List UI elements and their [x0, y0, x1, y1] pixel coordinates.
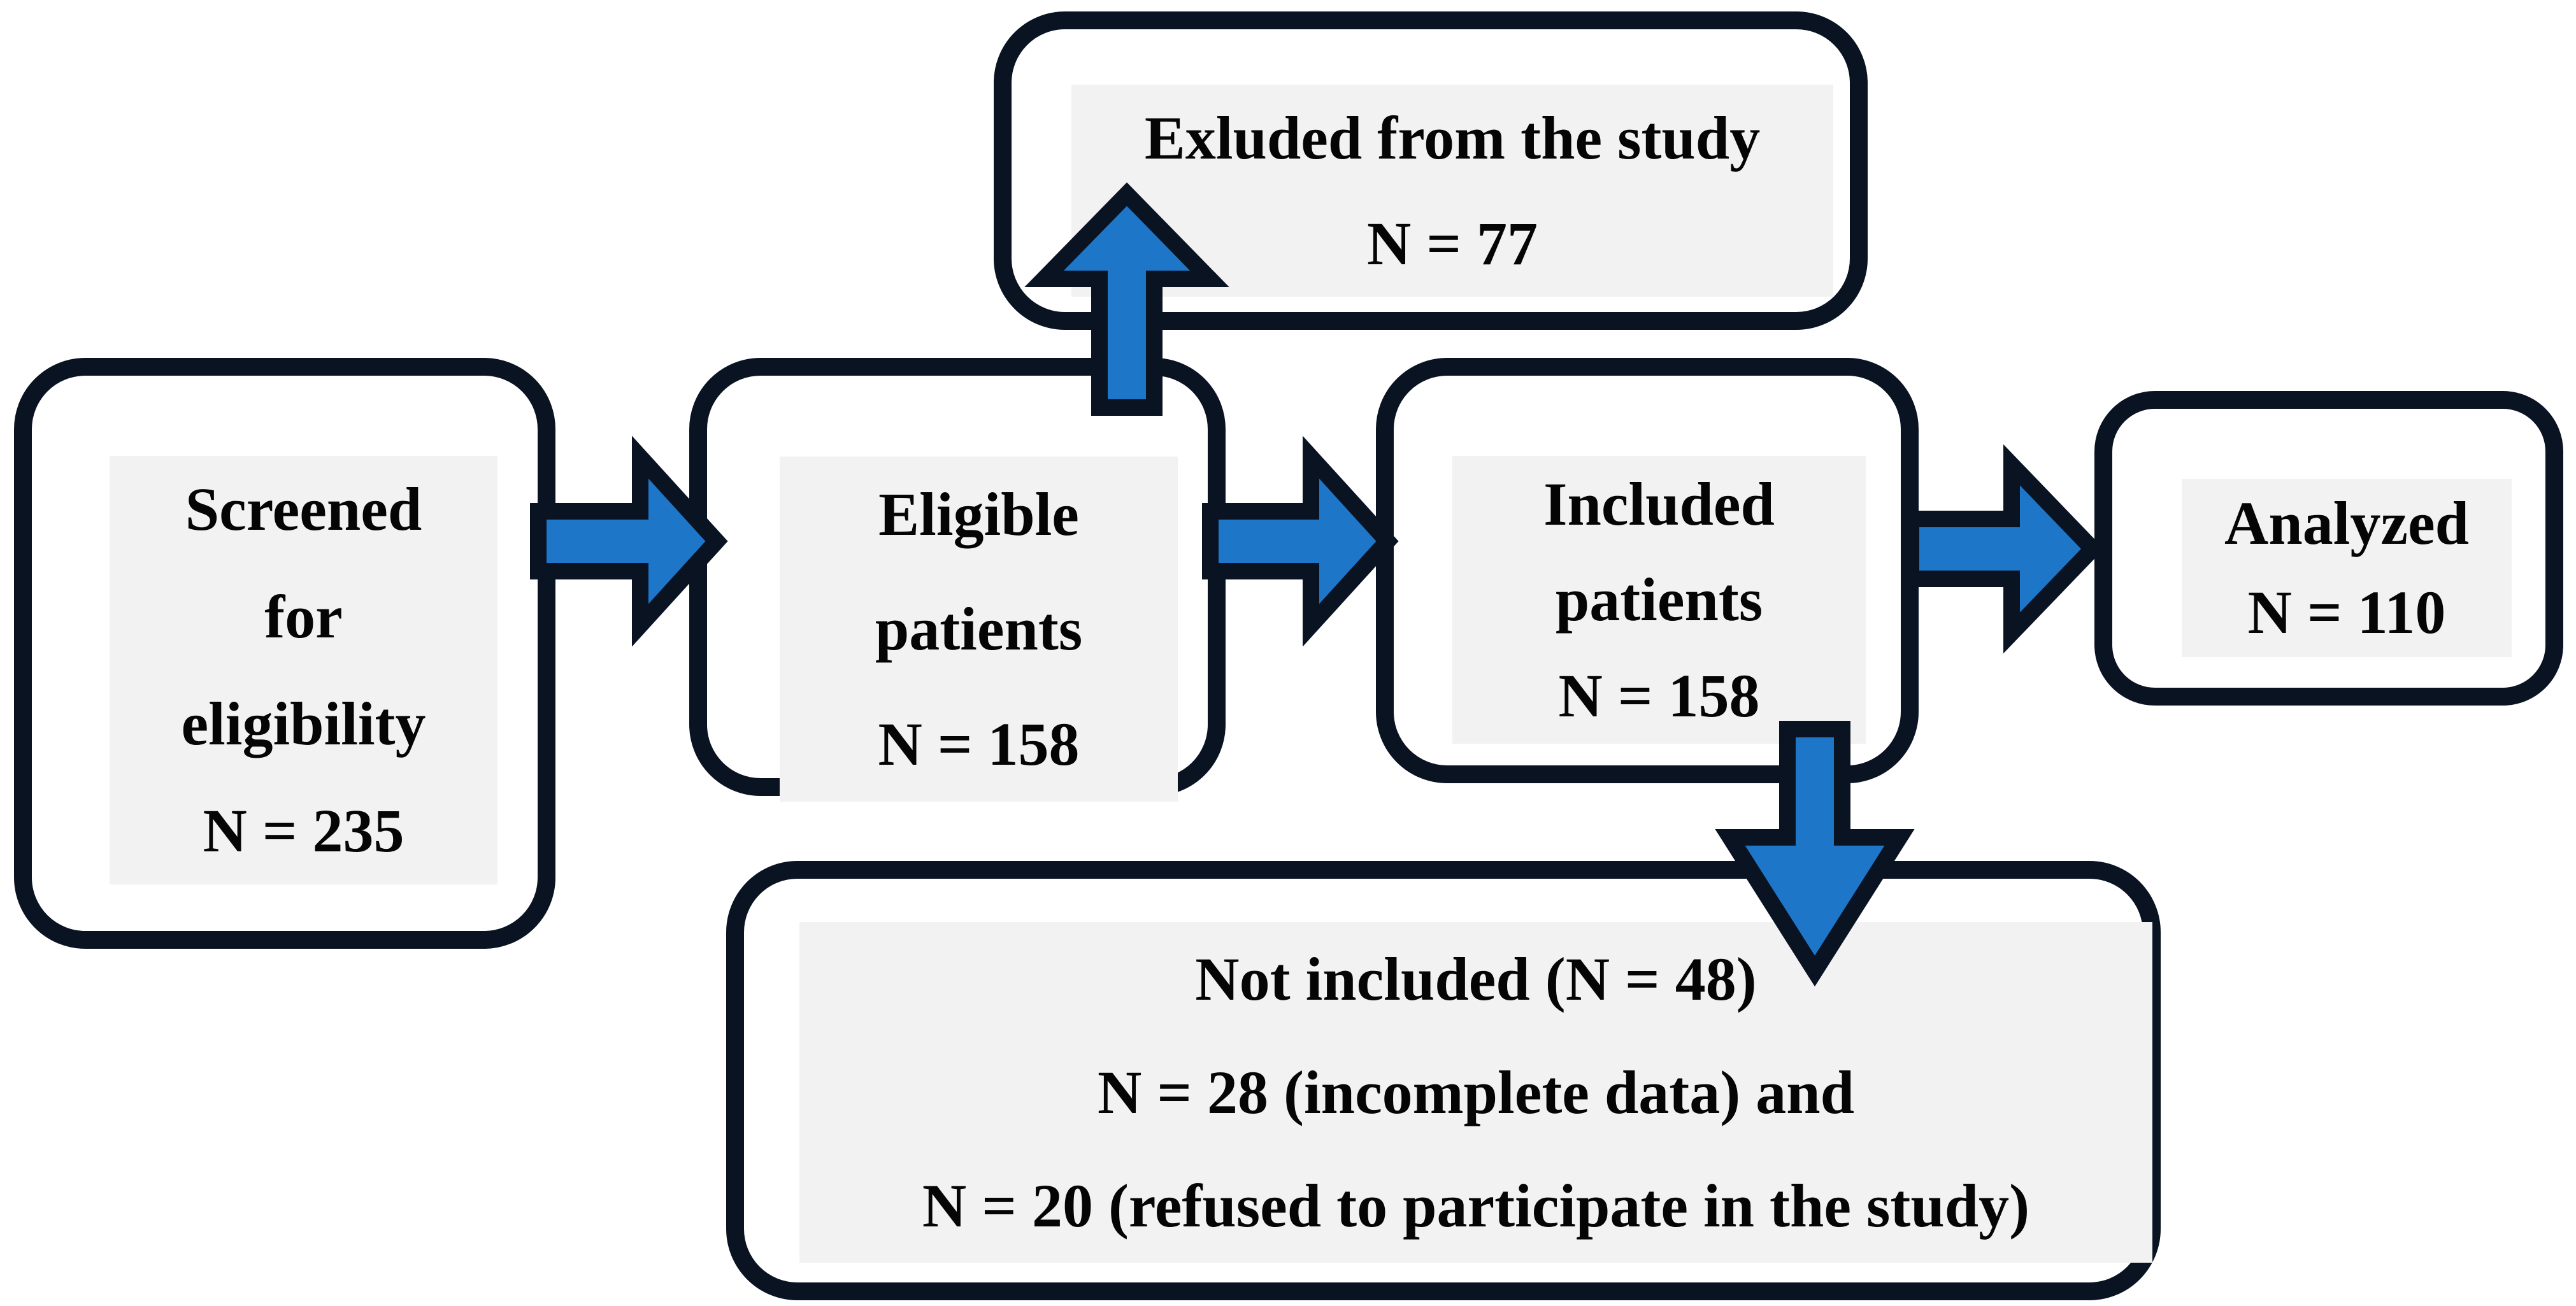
arrow-included-to-analyzed: [1903, 444, 2105, 654]
arrow-screened-to-eligible: [530, 436, 728, 647]
excluded-line-1: Exluded from the study: [1144, 103, 1761, 172]
panel-not-included: Not included (N = 48) N = 28 (incomplete…: [799, 922, 2152, 1263]
not-included-line-1: Not included (N = 48): [1195, 944, 1757, 1013]
box-included: Included patients N = 158: [1376, 358, 1919, 783]
arrow-eligible-to-included: [1202, 436, 1399, 647]
screened-line-1: Screened: [185, 475, 422, 544]
box-not-included: Not included (N = 48) N = 28 (incomplete…: [726, 861, 2161, 1300]
not-included-line-3: N = 20 (refused to participate in the st…: [922, 1172, 2030, 1240]
panel-screened: Screened for eligibility N = 235: [110, 456, 497, 884]
arrow-eligible-to-excluded: [1024, 182, 1229, 416]
box-screened: Screened for eligibility N = 235: [14, 358, 555, 949]
included-line-1: Included: [1543, 469, 1775, 538]
screened-count: N = 235: [203, 797, 404, 865]
analyzed-line-1: Analyzed: [2224, 489, 2469, 558]
panel-included: Included patients N = 158: [1452, 456, 1866, 744]
included-count: N = 158: [1558, 662, 1760, 730]
not-included-line-2: N = 28 (incomplete data) and: [1098, 1058, 1854, 1126]
eligible-line-2: patients: [875, 595, 1083, 664]
included-line-2: patients: [1555, 565, 1763, 634]
eligible-line-1: Eligible: [878, 479, 1079, 548]
panel-eligible: Eligible patients N = 158: [780, 457, 1178, 802]
screened-line-3: eligibility: [181, 689, 426, 758]
excluded-count: N = 77: [1366, 209, 1538, 278]
screened-line-2: for: [264, 582, 343, 651]
box-analyzed: Analyzed N = 110: [2094, 391, 2563, 706]
analyzed-count: N = 110: [2247, 578, 2446, 647]
box-eligible: Eligible patients N = 158: [689, 358, 1226, 802]
arrow-included-to-not-included: [1715, 721, 1915, 987]
eligible-count: N = 158: [878, 710, 1080, 778]
panel-analyzed: Analyzed N = 110: [2182, 479, 2512, 657]
